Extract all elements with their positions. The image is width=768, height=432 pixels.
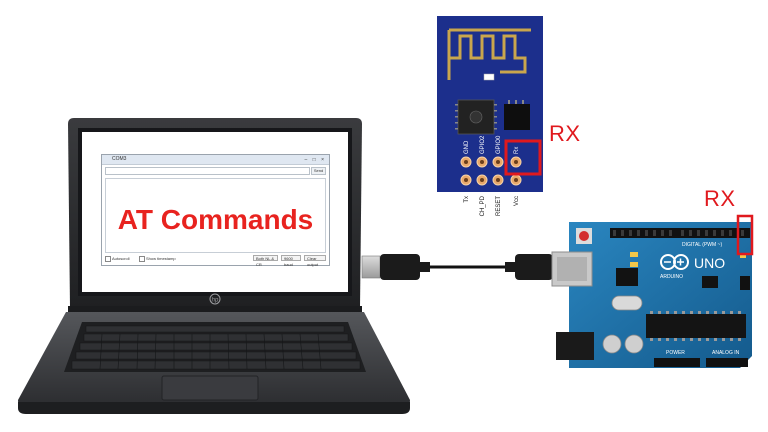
clear-output-button[interactable]: Clear output [304,255,326,267]
laptop-touchpad [161,375,259,401]
esp-pin-label: Tx [464,196,470,203]
arduino-digital-label: DIGITAL (PWM ~) [682,242,722,248]
esp-pin-label: GPIO2 [480,135,486,154]
window-title: COM3 [112,156,127,162]
esp01-module: GND GPIO2 GPIO0 Rx Tx CH_PD RESET Vcc [437,16,543,216]
esp-pin-label: Rx [514,147,520,154]
arduino-rx-highlight [736,214,754,256]
esp-pin-label: Vcc [514,196,520,206]
digital-header [610,228,750,238]
antenna-trace [447,28,531,74]
arduino-brand-label: ARDUINO [660,274,683,280]
autoscroll-checkbox[interactable] [105,256,111,262]
timestamp-checkbox[interactable] [139,256,145,262]
arduino-rx-label: RX [704,186,736,211]
arduino-uno: DIGITAL (PWM ~) UNO ARDUINO [551,214,754,368]
arduino-power-jack [556,332,594,360]
hp-logo-icon [209,293,221,305]
serial-status-bar: Autoscroll Show timestamp Both NL & CR 9… [105,255,326,267]
autoscroll-label: Autoscroll [112,256,130,261]
esp-rx-label: RX [549,121,581,146]
usb-cable [361,254,568,280]
usb-plug-laptop [361,255,381,279]
arduino-power-label: POWER [666,350,685,356]
capacitor [602,334,622,354]
arduino-analog-label: ANALOG IN [712,350,740,356]
esp-pin-label: GPIO0 [496,135,502,154]
window-controls[interactable]: – □ × [304,157,326,163]
flash-chip [504,104,530,130]
esp-pin-label: CH_PD [480,195,486,216]
screen-title: AT Commands [117,204,314,235]
timestamp-label: Show timestamp [146,256,176,261]
serial-input[interactable] [105,167,310,175]
crystal [611,295,643,311]
baud-select[interactable]: 9600 baud [281,255,301,267]
arduino-board [569,222,752,368]
usb-plug-arduino-housing [515,254,553,280]
atmega-chip [646,314,746,338]
esp-pin-label: GND [464,140,470,154]
arduino-logo-icon [660,254,689,270]
reset-button [579,231,589,241]
serial-output: AT Commands [105,178,326,253]
send-button[interactable]: Send [311,167,326,175]
esp-rx-highlight [504,139,542,176]
arduino-model-label: UNO [694,255,725,271]
power-header [654,358,700,367]
svg-text:hp: hp [212,298,219,304]
esp-pin-label: RESET [496,196,502,216]
analog-header [706,358,748,367]
serial-monitor-window: COM3 – □ × Send AT Commands Autoscroll S… [101,154,330,267]
usb-plug-housing [380,254,420,280]
usb-chip [616,268,638,286]
window-titlebar: COM3 – □ × [102,155,329,165]
line-ending-select[interactable]: Both NL & CR [253,255,278,267]
capacitor [624,334,644,354]
esp-header-pins [460,156,522,186]
